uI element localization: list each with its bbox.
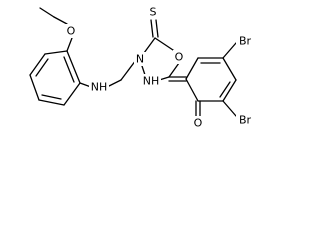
- atom-bromine-lower: Br: [239, 114, 252, 127]
- atom-thione-sulfur: S: [150, 6, 157, 19]
- bond-benzene-5: [63, 82, 81, 106]
- bond-c-br-lower: [222, 100, 237, 117]
- bond-benzene-double-3: [63, 56, 75, 83]
- bond-benzene-1: [44, 50, 68, 55]
- molecule-structure-diagram: O NH N S O NH Br Br O: [29, 5, 254, 130]
- bond-ch2-ring-n: [120, 59, 137, 81]
- atom-ring-nitrogen: N: [136, 53, 144, 66]
- bond-benzene-4: [38, 99, 65, 106]
- bond-c2-ring-o: [154, 37, 177, 53]
- bond-nh-ch2: [106, 79, 122, 88]
- bond-q-6: [185, 78, 199, 102]
- bond-c-br-upper: [222, 42, 237, 59]
- bond-q-1: [185, 57, 199, 80]
- atom-bromine-upper: Br: [239, 35, 252, 48]
- bond-benzene-double-2: [41, 94, 62, 100]
- bond-ring-n-c2: [143, 37, 156, 54]
- bond-benzene-double-1: [35, 58, 49, 77]
- bond-benzene-2: [29, 53, 46, 76]
- atom-ring-oxygen: O: [175, 51, 184, 64]
- atom-ring-nh: NH: [143, 75, 160, 88]
- atom-ethoxy-oxygen: O: [67, 25, 76, 38]
- bond-o-aryl: [66, 37, 73, 52]
- atom-amine-nh: NH: [91, 81, 108, 94]
- bond-q-3: [222, 57, 237, 81]
- bond-ethyl-ch3: [39, 7, 55, 18]
- bond-c-s-double-a: [150, 19, 154, 38]
- bond-benzene-3: [29, 74, 40, 101]
- bond-q-4: [222, 79, 237, 102]
- bond-benzene-6: [66, 50, 81, 84]
- bond-c-s-double-b: [155, 19, 159, 38]
- bond-ethyl-ch2-o: [53, 16, 68, 25]
- bond-q-double-2: [219, 81, 231, 98]
- bond-ring-o-c5: [168, 62, 180, 78]
- atom-labels: O NH N S O NH Br Br O: [65, 5, 254, 130]
- bonds: [29, 7, 237, 117]
- atom-keto-oxygen: O: [194, 117, 203, 130]
